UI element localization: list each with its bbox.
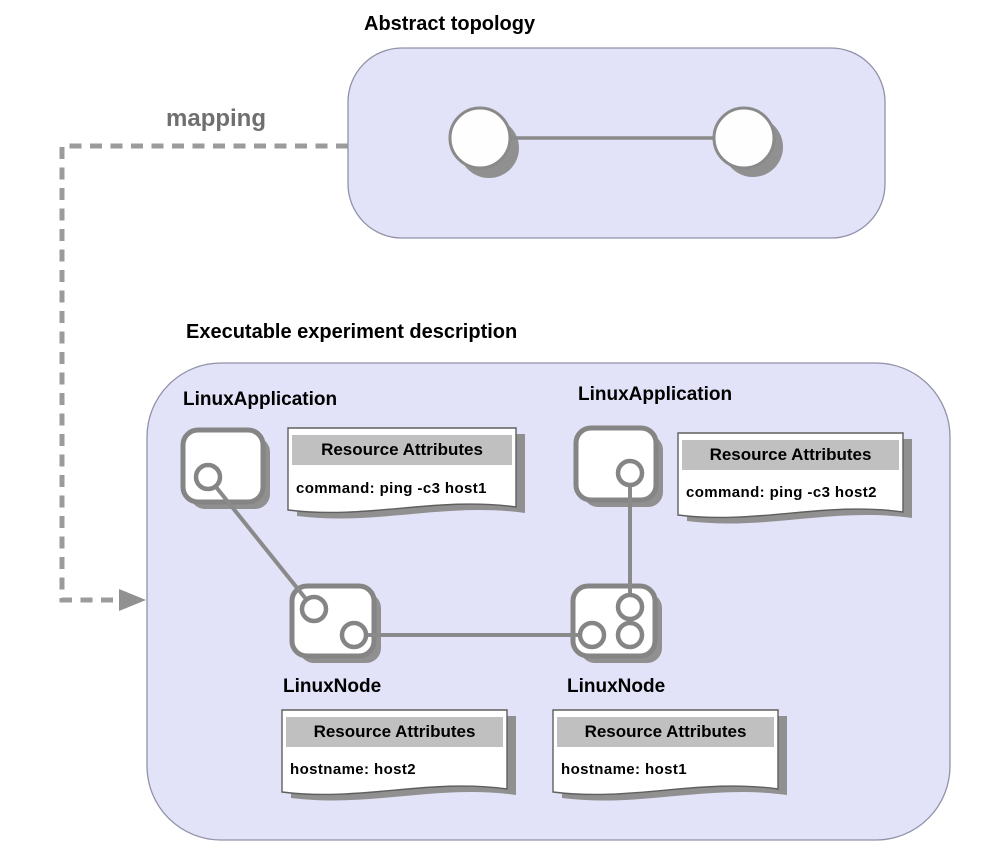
application-2-label: LinuxApplication <box>578 384 733 405</box>
abstract-topology-title: Abstract topology <box>364 13 536 35</box>
topology-node-left <box>448 106 512 170</box>
note-node1-header: Resource Attributes <box>313 722 476 741</box>
linux-application-1-node <box>180 427 266 505</box>
note-node1-header-band <box>286 717 503 747</box>
note-app2-line: command: ping -c3 host2 <box>686 484 877 501</box>
note-node2-header: Resource Attributes <box>584 722 747 741</box>
note-app1-header: Resource Attributes <box>321 440 483 459</box>
node-2-label: LinuxNode <box>567 676 666 697</box>
node2-port-circle-left <box>577 620 607 650</box>
app2-port-circle <box>615 458 645 488</box>
note-app2-header: Resource Attributes <box>709 445 872 464</box>
connector-app1-node1 <box>206 475 316 611</box>
node2-port-circle-top <box>615 592 645 622</box>
note-app1-line: command: ping -c3 host1 <box>296 480 487 497</box>
note-node2-header-band <box>557 717 774 747</box>
topology-node-right <box>712 106 776 170</box>
abstract-topology-panel <box>347 47 886 239</box>
node2-port-circle-right <box>615 620 645 650</box>
note-app2-header-band <box>682 440 899 470</box>
note-app1-header-band <box>292 435 512 465</box>
app1-port-circle <box>193 462 223 492</box>
node1-port-circle-top <box>299 594 329 624</box>
experiment-title: Executable experiment description <box>186 321 518 343</box>
node-1-label: LinuxNode <box>283 676 382 697</box>
linux-application-2-node <box>573 425 659 503</box>
mapping-arrowhead-icon <box>119 589 146 611</box>
node1-port-circle-bottom <box>339 620 369 650</box>
mapping-label: mapping <box>166 105 266 132</box>
application-1-label: LinuxApplication <box>183 389 338 410</box>
mapping-dashed-arrow <box>59 143 348 603</box>
note-node1-line: hostname: host2 <box>290 761 417 778</box>
note-node2-line: hostname: host1 <box>561 761 688 778</box>
